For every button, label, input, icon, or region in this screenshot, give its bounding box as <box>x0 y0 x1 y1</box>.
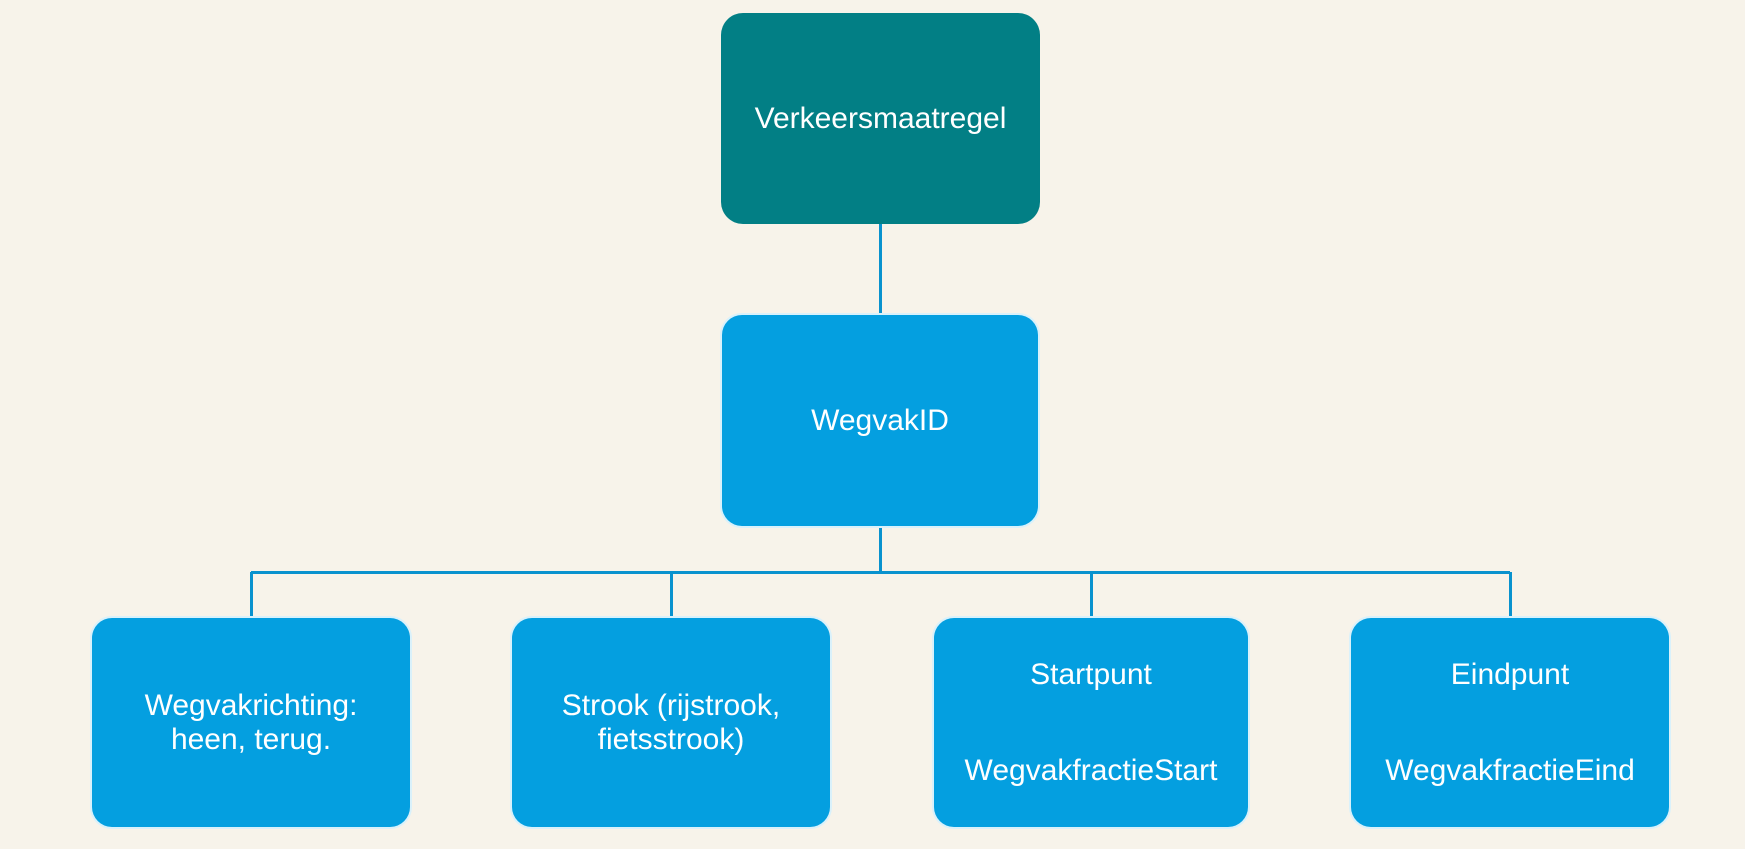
node-wegvakid: WegvakID <box>720 313 1040 528</box>
node-wegvakid-label: WegvakID <box>811 403 949 437</box>
node-eindpunt: Eindpunt WegvakfractieEind <box>1349 616 1671 829</box>
node-startpunt: Startpunt WegvakfractieStart <box>932 616 1250 829</box>
connector-stub-startpunt <box>1090 572 1093 616</box>
node-verkeersmaatregel-label: Verkeersmaatregel <box>754 101 1007 135</box>
node-eindpunt-label: Eindpunt WegvakfractieEind <box>1385 657 1635 787</box>
node-verkeersmaatregel: Verkeersmaatregel <box>721 13 1040 224</box>
node-wegvakrichting-label: Wegvakrichting: heen, terug. <box>144 688 358 756</box>
connector-stub-strook <box>670 572 673 616</box>
node-wegvakrichting: Wegvakrichting: heen, terug. <box>90 616 412 829</box>
node-strook: Strook (rijstrook, fietsstrook) <box>510 616 832 829</box>
node-strook-label: Strook (rijstrook, fietsstrook) <box>561 688 781 756</box>
connector-wegvakid-to-bus <box>879 528 882 573</box>
connector-root-to-wegvakid <box>879 224 882 313</box>
connector-horizontal-bus <box>251 571 1510 574</box>
connector-stub-wegvakrichting <box>250 572 253 616</box>
node-startpunt-label: Startpunt WegvakfractieStart <box>964 657 1218 787</box>
connector-stub-eindpunt <box>1509 572 1512 616</box>
